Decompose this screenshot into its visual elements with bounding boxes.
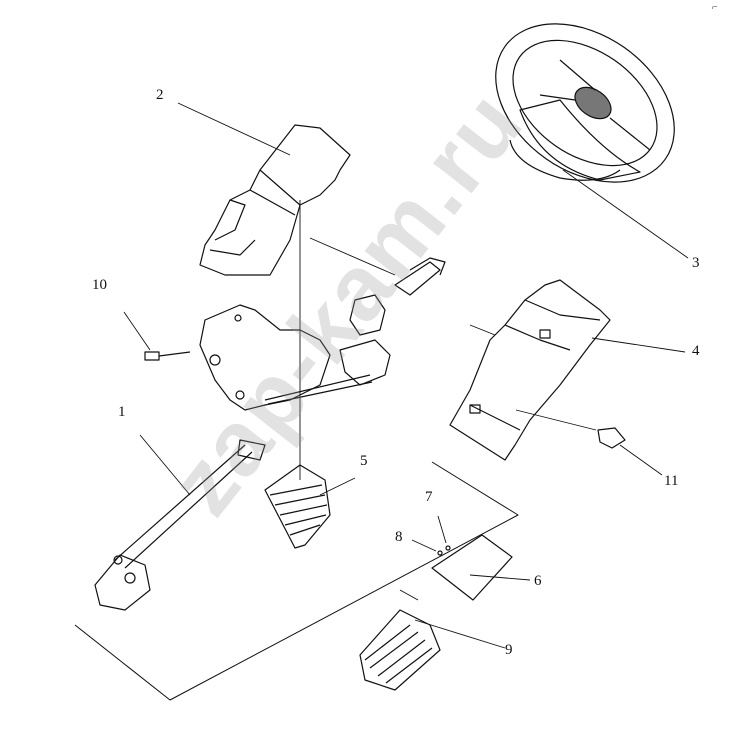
lower-shroud [449, 279, 611, 461]
callout-6: 6 [534, 573, 542, 589]
group-bracket [74, 461, 519, 701]
upper-shroud [199, 124, 351, 276]
callout-3: 3 [692, 255, 700, 271]
small-part-7 [445, 545, 451, 551]
guide-line-2 [309, 237, 396, 276]
callout-4: 4 [692, 343, 700, 359]
leader-lines [123, 102, 689, 649]
callout-2: 2 [156, 87, 164, 103]
callout-11: 11 [664, 473, 679, 489]
small-part-8 [437, 550, 443, 556]
callout-9: 9 [505, 642, 513, 658]
callout-7: 7 [425, 489, 433, 505]
callout-5: 5 [360, 453, 368, 469]
steering-wheel [495, 23, 675, 183]
guide-line-4 [399, 589, 419, 601]
column-bracket [199, 257, 446, 411]
screw [597, 427, 626, 449]
lower-boot [359, 609, 441, 691]
callout-10: 10 [92, 277, 107, 293]
bolt [144, 351, 191, 361]
plate [431, 534, 513, 601]
callout-1: 1 [118, 404, 126, 420]
guide-line-3 [469, 324, 496, 336]
intermediate-shaft [94, 439, 266, 611]
corner-mark: ⌐ [712, 2, 718, 13]
callout-8: 8 [395, 529, 403, 545]
